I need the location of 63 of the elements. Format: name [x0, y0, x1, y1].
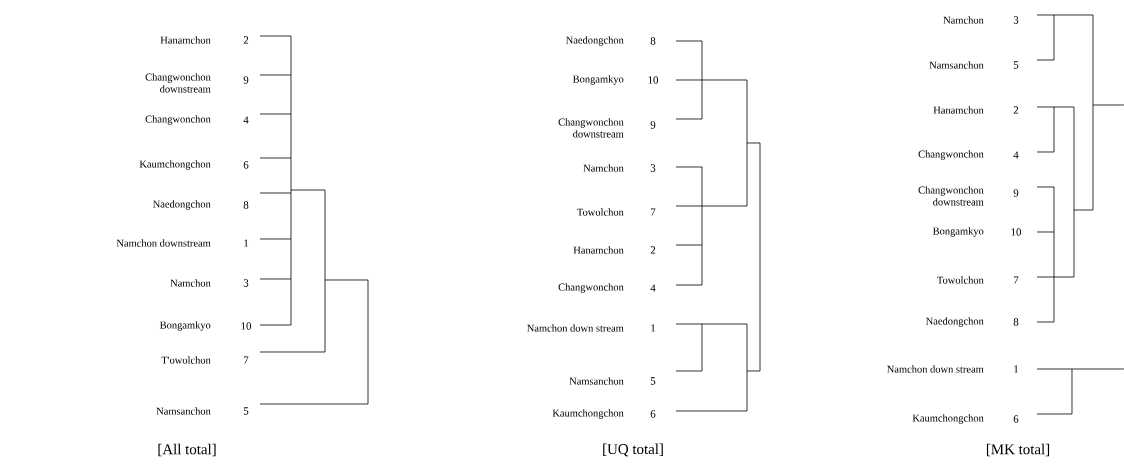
site-name: Namsanchon: [929, 61, 984, 69]
site-name: Namsanchon: [569, 377, 624, 385]
leaf-number: 7: [651, 208, 656, 216]
leaf-number: 10: [1011, 228, 1022, 236]
site-name: Naedongchon: [926, 317, 984, 327]
site-name: Hanamchon: [573, 246, 624, 254]
site-name: Naedongchon: [153, 200, 211, 210]
leaf-number: 2: [1013, 106, 1019, 114]
site-name: Bongamkyo: [932, 227, 984, 237]
site-name: Namchon down stream: [887, 365, 984, 373]
leaf-number: 3: [1013, 16, 1019, 24]
leaf-number: 5: [1013, 61, 1019, 69]
site-name: Namsanchon: [156, 407, 211, 415]
leaf-number: 9: [1013, 189, 1019, 197]
site-name: T'owolchon: [161, 356, 211, 364]
site-name: Kaumchongchon: [912, 414, 984, 424]
site-name: Bongamkyo: [572, 75, 624, 85]
site-name: Kaumchongchon: [552, 409, 624, 419]
site-name: Namchon down stream: [527, 324, 624, 332]
leaf-number: 4: [1013, 151, 1019, 159]
leaf-number: 7: [244, 356, 249, 364]
site-name: Towolchon: [577, 208, 624, 216]
leaf-number: 1: [1014, 365, 1019, 373]
leaf-number: 6: [650, 410, 656, 418]
site-name: Towolchon: [937, 276, 984, 284]
site-name: Changwonchon: [918, 150, 984, 160]
panel-caption: [MK total]: [986, 443, 1050, 457]
site-name: Namchon downstream: [116, 239, 211, 247]
panel-caption: [UQ total]: [603, 443, 663, 457]
site-name: Hanamchon: [160, 36, 211, 44]
leaf-number: 10: [241, 322, 252, 330]
leaf-number: 2: [243, 36, 249, 44]
leaf-number: 8: [1013, 318, 1019, 326]
leaf-number: 6: [1013, 415, 1019, 423]
site-name: Bongamkyo: [159, 321, 211, 331]
site-name: Namchon: [583, 164, 624, 172]
leaf-number: 6: [243, 161, 249, 169]
site-name: Changwonchon downstream: [558, 118, 624, 138]
leaf-number: 3: [243, 279, 249, 287]
leaf-number: 1: [244, 239, 249, 247]
panel-caption: [All total]: [158, 443, 216, 457]
site-name: Naedongchon: [566, 36, 624, 46]
leaf-number: 9: [650, 121, 656, 129]
leaf-number: 4: [243, 116, 249, 124]
leaf-number: 1: [651, 324, 656, 332]
leaf-number: 7: [1014, 276, 1019, 284]
site-name: Namchon: [943, 16, 984, 24]
site-name: Changwonchon downstream: [918, 186, 984, 206]
site-name: Changwonchon downstream: [145, 73, 211, 93]
leaf-number: 5: [650, 377, 656, 385]
leaf-number: 10: [648, 76, 659, 84]
leaf-number: 9: [243, 76, 249, 84]
leaf-number: 4: [650, 284, 656, 292]
leaf-number: 8: [243, 201, 249, 209]
leaf-number: 3: [650, 164, 656, 172]
leaf-number: 5: [243, 407, 249, 415]
leaf-number: 2: [650, 246, 656, 254]
site-name: Changwonchon: [145, 115, 211, 125]
leaf-number: 8: [650, 37, 656, 45]
site-name: Namchon: [170, 279, 211, 287]
site-name: Hanamchon: [933, 106, 984, 114]
site-name: Kaumchongchon: [139, 160, 211, 170]
site-name: Changwonchon: [558, 283, 624, 293]
